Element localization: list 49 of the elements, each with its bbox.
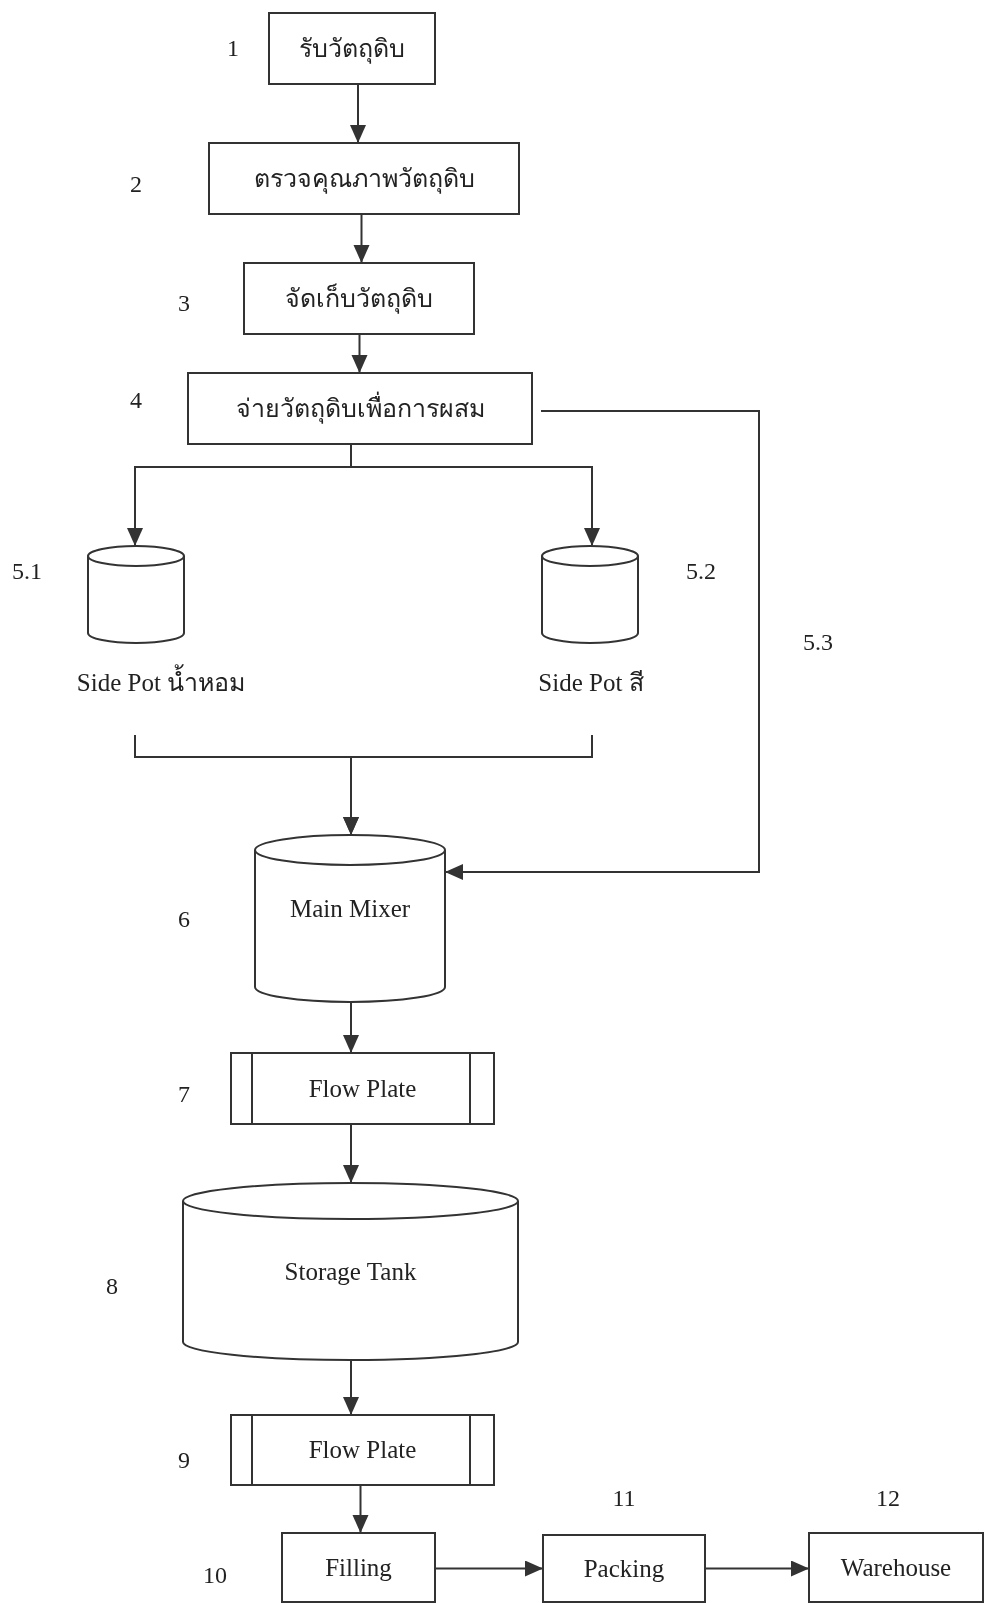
arrow [445, 410, 760, 880]
arrow [343, 1360, 359, 1415]
tank-cylinder [182, 1182, 519, 1361]
arrow [350, 444, 600, 546]
arrow [343, 1002, 359, 1053]
step-number: 8 [106, 1272, 118, 1300]
node-label: Filling [324, 1552, 393, 1583]
flow-plate-box [230, 1414, 495, 1486]
node-label: จ่ายวัตถุดิบเพื่อการผสม [187, 392, 533, 425]
node-label: Flow Plate [307, 1435, 418, 1465]
process-box [281, 1532, 436, 1603]
step-number: 9 [178, 1446, 190, 1474]
process-box [542, 1534, 706, 1603]
node-label: ตรวจคุณภาพวัตถุดิบ [252, 163, 476, 195]
node-label: จัดเก็บวัตถุดิบ [284, 282, 434, 315]
step-number: 6 [178, 905, 190, 933]
step-number: 12 [876, 1484, 900, 1512]
arrow [351, 334, 368, 373]
arrow [352, 1485, 369, 1533]
step-number: 11 [612, 1484, 636, 1512]
step-number: 10 [203, 1561, 227, 1589]
pot-caption: Side Pot สี [537, 668, 645, 698]
arrow [435, 1560, 543, 1577]
process-box [808, 1532, 984, 1603]
step-number: 4 [130, 386, 142, 414]
arrow [705, 1560, 809, 1577]
step-number: 5.1 [12, 557, 42, 585]
flow-plate-box [230, 1052, 495, 1125]
process-box [208, 142, 520, 215]
arrow [353, 214, 370, 263]
node-label: Flow Plate [307, 1073, 418, 1104]
node-label: Storage Tank [283, 1256, 418, 1287]
process-box [268, 12, 436, 85]
step-number: 2 [130, 170, 142, 198]
process-box [187, 372, 533, 445]
tank-cylinder [254, 834, 446, 1003]
arrow [343, 1124, 359, 1183]
node-label: Main Mixer [288, 893, 412, 924]
step-number: 7 [178, 1080, 190, 1108]
step-number: 5.3 [803, 628, 833, 656]
node-label: รับวัตถุดิบ [298, 33, 406, 65]
node-label: Packing [582, 1553, 666, 1584]
step-number: 5.2 [686, 557, 716, 585]
step-number: 1 [227, 34, 239, 62]
node-label: Warehouse [839, 1552, 953, 1583]
process-box [243, 262, 475, 335]
arrow [343, 734, 593, 835]
arrow [350, 84, 366, 143]
step-number: 3 [178, 289, 190, 317]
